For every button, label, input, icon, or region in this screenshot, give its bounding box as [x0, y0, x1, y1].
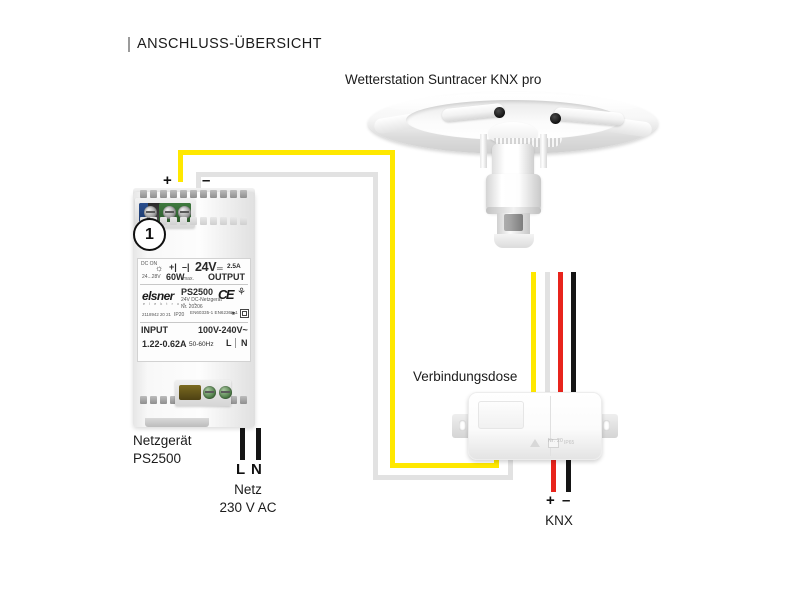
psu-input-terminal-L: L	[226, 338, 232, 348]
power-supply-label-line2: PS2500	[133, 451, 182, 466]
psu-mains-terminal-slot	[179, 385, 201, 400]
psu-input-word: INPUT	[141, 325, 168, 335]
knx-terminal-plus-label: +	[546, 492, 555, 509]
psu-output-voltage: 24V	[195, 260, 217, 274]
weather-station-label: Wetterstation Suntracer KNX pro	[345, 72, 542, 87]
ultrasonic-sensor-cap-right	[550, 113, 561, 124]
weather-station-sensor-module	[504, 214, 523, 231]
weather-station-device[interactable]	[368, 84, 658, 274]
wire-dc-positive-vertical-left	[178, 150, 183, 182]
psu-terminal-minus-label: –	[202, 172, 211, 189]
psu-model-subtitle: 24V DC-Netzgerät	[181, 297, 222, 303]
psu-output-current: 2.5A	[227, 263, 241, 270]
wire-dc-positive-horizontal-top	[178, 150, 395, 155]
power-supply-device[interactable]: 1 DC ON ☼ +| –| 24V ═ 2.5A 24...28V 60W …	[133, 170, 269, 435]
weather-station-body	[486, 174, 541, 212]
psu-terminal-screw-1[interactable]	[144, 206, 157, 219]
weee-bin-icon: ⚘	[237, 287, 246, 298]
weather-station-post-right	[540, 134, 547, 168]
psu-terminal-marker-blue	[139, 203, 148, 222]
psu-terminal-screw-3[interactable]	[178, 206, 191, 219]
weather-station-cable-gland	[494, 234, 534, 248]
elsner-brand-subtitle: e l e k t r o n i k	[143, 302, 198, 306]
ce-mark-icon: CE	[218, 287, 235, 302]
callout-marker-1: 1	[133, 218, 166, 251]
psu-output-power-suffix: max.	[183, 276, 194, 282]
psu-model-name: PS2500	[181, 287, 214, 297]
psu-input-terminal-N: N	[241, 338, 248, 348]
junction-box-ip-rating: IP65	[564, 440, 575, 446]
elsner-brand-logo: elsner	[142, 289, 174, 303]
psu-polarity-plus: +|	[169, 262, 177, 272]
psu-vents-top	[140, 190, 247, 198]
junction-box-marking-code: Nr. 20	[548, 438, 564, 444]
knx-label: KNX	[545, 513, 573, 528]
mains-terminal-N-label: N	[251, 461, 262, 478]
wire-dc-positive-vertical-right	[390, 150, 395, 468]
junction-box-seam	[550, 396, 551, 456]
wire-dc-negative-horizontal-bottom	[373, 475, 513, 480]
wire-dc-negative-vertical-right	[373, 172, 378, 480]
class2-insulation-icon	[240, 309, 249, 318]
psu-standards: EN60335-1 EN62368-1	[190, 310, 238, 315]
psu-cert-codes: 2118942 20 21	[142, 312, 171, 317]
wire-station-red	[558, 272, 563, 394]
psu-input-frequency: 50-60Hz	[189, 341, 214, 348]
knx-terminal-minus-label: –	[562, 492, 571, 509]
wire-dc-negative-vertical-left	[196, 172, 201, 196]
ultrasonic-sensor-cap-left	[494, 107, 505, 118]
mains-label-line2: 230 V AC	[219, 500, 277, 515]
wire-station-white	[545, 272, 550, 394]
psu-nameplate: DC ON ☼ +| –| 24V ═ 2.5A 24...28V 60W ma…	[137, 258, 251, 362]
wire-mains-neutral	[256, 428, 261, 460]
psu-dc-on-text: DC ON	[141, 261, 158, 267]
wire-dc-negative-into-junction	[508, 440, 513, 480]
power-supply-label-line1: Netzgerät	[133, 433, 192, 448]
junction-box-mount-hole-right	[603, 420, 610, 431]
junction-box-device[interactable]: Nr. 20 IP65	[452, 392, 618, 460]
title-accent-bar	[128, 36, 130, 52]
page-title-text: ANSCHLUSS-ÜBERSICHT	[137, 36, 322, 52]
psu-article-number: Nr. 20206	[181, 304, 203, 310]
junction-box-label: Verbindungsdose	[413, 369, 518, 384]
protective-earth-icon: ⚭	[230, 309, 237, 318]
weather-station-post-left	[480, 134, 487, 168]
psu-output-power: 60W	[166, 272, 185, 282]
psu-mains-screw-L[interactable]	[203, 386, 216, 399]
warning-triangle-icon	[530, 439, 540, 447]
weather-station-neck	[492, 144, 534, 178]
dc-symbol-icon: ═	[217, 264, 223, 273]
mains-terminal-L-label: L	[236, 461, 246, 478]
psu-terminal-divider	[235, 338, 236, 348]
sun-icon: ☼	[155, 263, 164, 273]
weather-station-grille	[494, 138, 562, 147]
psu-input-current: 1.22-0.62A	[142, 339, 187, 349]
din-rail-clip	[145, 418, 209, 427]
weather-station-band	[486, 207, 541, 214]
wire-dc-positive-horizontal-bottom	[390, 463, 499, 468]
wire-knx-positive	[551, 458, 556, 492]
mains-label-line1: Netz	[234, 482, 262, 497]
wire-dc-negative-horizontal-top	[196, 172, 378, 177]
class2-icon	[548, 439, 559, 448]
psu-protection-rating: IP20	[174, 312, 185, 318]
junction-box-mount-hole-left	[459, 420, 466, 431]
psu-mains-screw-N[interactable]	[219, 386, 232, 399]
psu-input-voltage: 100V-240V~	[198, 325, 248, 335]
page-title: ANSCHLUSS-ÜBERSICHT	[128, 36, 322, 52]
wire-knx-negative	[566, 458, 571, 492]
wire-station-black	[571, 272, 576, 394]
wire-mains-live	[240, 428, 245, 460]
wire-station-yellow	[531, 272, 536, 394]
psu-terminal-plus-label: +	[163, 172, 172, 189]
psu-output-range: 24...28V	[142, 274, 161, 280]
class2-insulation-inner-icon	[242, 311, 247, 316]
psu-output-word: OUTPUT	[208, 272, 245, 282]
psu-polarity-minus: –|	[182, 262, 190, 272]
junction-box-lid-panel	[478, 401, 524, 429]
psu-terminal-screw-2[interactable]	[163, 206, 176, 219]
